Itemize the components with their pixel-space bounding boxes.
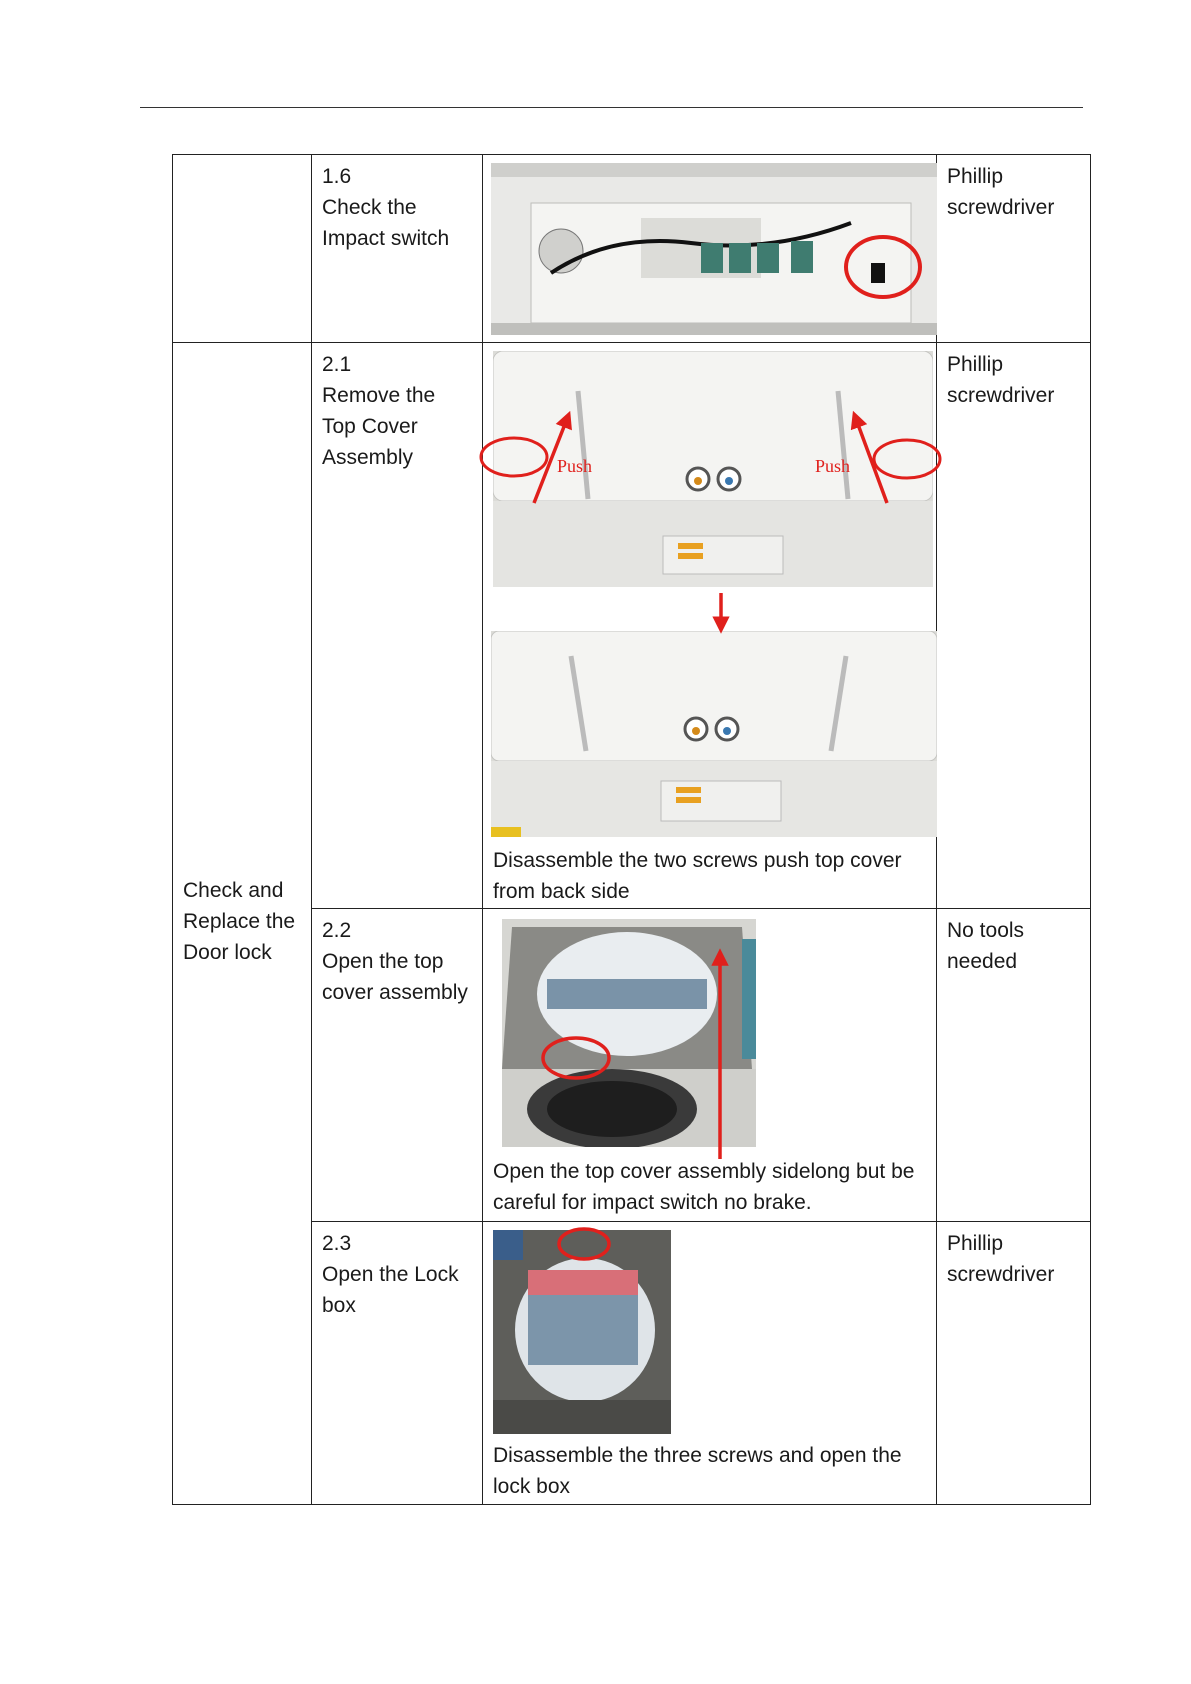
tool-cell: Phillip screwdriver [936, 154, 1091, 343]
step-title-line: Open the Lock [322, 1263, 459, 1286]
open-cover-photo [502, 919, 756, 1147]
tool-cell: No tools needed [936, 908, 1091, 1222]
tool-line: Phillip [947, 353, 1004, 376]
empty-section-cell [172, 154, 312, 343]
caption-line: Disassemble the three screws and open th… [493, 1444, 902, 1467]
tool-line: screwdriver [947, 196, 1055, 219]
step-caption: Disassemble the three screws and open th… [493, 1440, 928, 1502]
photo-cell: Open the top cover assembly sidelong but… [482, 908, 937, 1222]
table-row: 2.2 Open the top cover assembly [173, 908, 1091, 1222]
photo-cell [482, 154, 937, 343]
step-title-line: Open the top [322, 950, 444, 973]
section-label-line: Door lock [183, 941, 272, 964]
step-title-line: cover assembly [322, 981, 468, 1004]
tool-line: No tools [947, 919, 1025, 942]
step-title-line: Impact switch [322, 227, 450, 250]
tool-cell: Phillip screwdriver [936, 1221, 1091, 1505]
caption-line: from back side [493, 880, 630, 903]
table-row: 1.6 Check the Impact switch [172, 154, 1091, 343]
step-number: 1.6 [322, 165, 352, 188]
step-title-line: Remove the [322, 384, 436, 407]
step-cell: 2.1 Remove the Top Cover Assembly [311, 342, 483, 909]
section-label-line: Replace the [183, 910, 296, 933]
header-rule [140, 107, 1083, 108]
caption-line: careful for impact switch no brake. [493, 1191, 812, 1214]
section-label-line: Check and [183, 879, 284, 902]
procedure-table: 1.6 Check the Impact switch [172, 154, 1091, 1505]
step-cell: 1.6 Check the Impact switch [311, 154, 483, 343]
caption-line: lock box [493, 1475, 571, 1498]
caption-line: Open the top cover assembly sidelong but… [493, 1160, 915, 1183]
photo-cell: Push Push Disassemble the two screws pus… [479, 342, 942, 909]
step-number: 2.1 [322, 353, 352, 376]
step-title-line: box [322, 1294, 356, 1317]
tool-line: Phillip [947, 1232, 1004, 1255]
tool-line: needed [947, 950, 1018, 973]
step-title-line: Top Cover [322, 415, 418, 438]
tool-line: screwdriver [947, 1263, 1055, 1286]
step-cell: 2.2 Open the top cover assembly [311, 908, 483, 1222]
step-caption: Disassemble the two screws push top cove… [493, 845, 928, 907]
section-cell: Check and Replace the Door lock [172, 342, 312, 1505]
push-label-left: Push [557, 456, 593, 476]
step-cell: 2.3 Open the Lock box [311, 1221, 483, 1505]
step-title-line: Assembly [322, 446, 414, 469]
photo-cell: Disassemble the three screws and open th… [482, 1221, 937, 1505]
step-number: 2.2 [322, 919, 352, 942]
step-number: 2.3 [322, 1232, 352, 1255]
impact-switch-photo [491, 163, 937, 335]
tool-cell: Phillip screwdriver [936, 342, 1091, 909]
top-cover-back-photo [493, 351, 933, 587]
table-row: Check and Replace the Door lock 2.1 Remo… [172, 342, 1091, 1505]
tool-line: Phillip [947, 165, 1004, 188]
step-caption: Open the top cover assembly sidelong but… [493, 1156, 928, 1218]
step-title-line: Check the [322, 196, 417, 219]
push-label-right: Push [815, 456, 851, 476]
caption-line: Disassemble the two screws push top cove… [493, 849, 902, 872]
tool-line: screwdriver [947, 384, 1055, 407]
top-cover-removed-photo [491, 631, 937, 837]
lock-box-photo [493, 1230, 671, 1434]
